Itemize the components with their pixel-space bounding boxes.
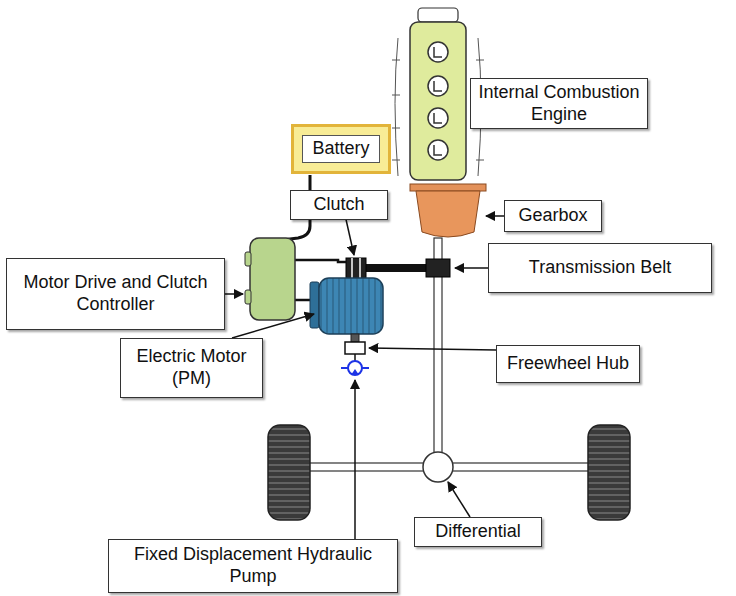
clutch-drawing xyxy=(346,258,366,278)
callout-label: Gearbox xyxy=(504,200,602,232)
label-text: Gearbox xyxy=(518,205,587,227)
motor-drive-unit xyxy=(245,238,295,320)
callout-label: Transmission Belt xyxy=(488,243,712,293)
leader-arrow xyxy=(345,215,354,255)
pump-shaft xyxy=(354,354,356,361)
leader-arrow xyxy=(369,348,496,350)
leader-arrow xyxy=(448,482,470,517)
electric-motor-drawing xyxy=(310,278,383,342)
battery-box: Battery xyxy=(291,124,391,174)
hydraulic-pump-symbol xyxy=(341,361,369,375)
callout-label: Fixed Displacement Hydraulic Pump xyxy=(108,539,398,593)
pulley xyxy=(426,259,450,277)
callout-label: Clutch xyxy=(290,190,388,220)
label-text: Freewheel Hub xyxy=(507,353,629,375)
callout-label: Differential xyxy=(414,517,542,547)
wheel xyxy=(268,425,310,520)
leader-arrow xyxy=(455,267,488,269)
differential-drawing xyxy=(423,452,453,482)
leader-arrow xyxy=(232,314,314,338)
gearbox-drawing xyxy=(410,184,486,237)
leader-arrows xyxy=(225,104,504,539)
label-text: Electric Motor (PM) xyxy=(127,346,256,389)
leader-arrow xyxy=(225,293,243,295)
leader-arrow xyxy=(354,380,356,539)
label-text: Internal Combustion Engine xyxy=(477,82,641,125)
callout-label: Freewheel Hub xyxy=(496,345,640,383)
leader-arrow xyxy=(486,215,504,217)
label-text: Transmission Belt xyxy=(529,257,671,279)
clutch-wire xyxy=(295,260,346,262)
callout-label: Electric Motor (PM) xyxy=(120,338,263,398)
clutch-plates xyxy=(352,258,360,278)
callout-label: Internal Combustion Engine xyxy=(470,78,648,129)
label-text: Clutch xyxy=(313,194,364,216)
label-text: Fixed Displacement Hydraulic Pump xyxy=(115,544,391,587)
freewheel-hub-drawing xyxy=(345,342,365,354)
label-text: Differential xyxy=(435,521,521,543)
callout-label: Motor Drive and Clutch Controller xyxy=(6,258,225,330)
wheel xyxy=(588,425,630,520)
label-text: Motor Drive and Clutch Controller xyxy=(13,272,218,315)
label-text: Battery xyxy=(302,135,380,163)
